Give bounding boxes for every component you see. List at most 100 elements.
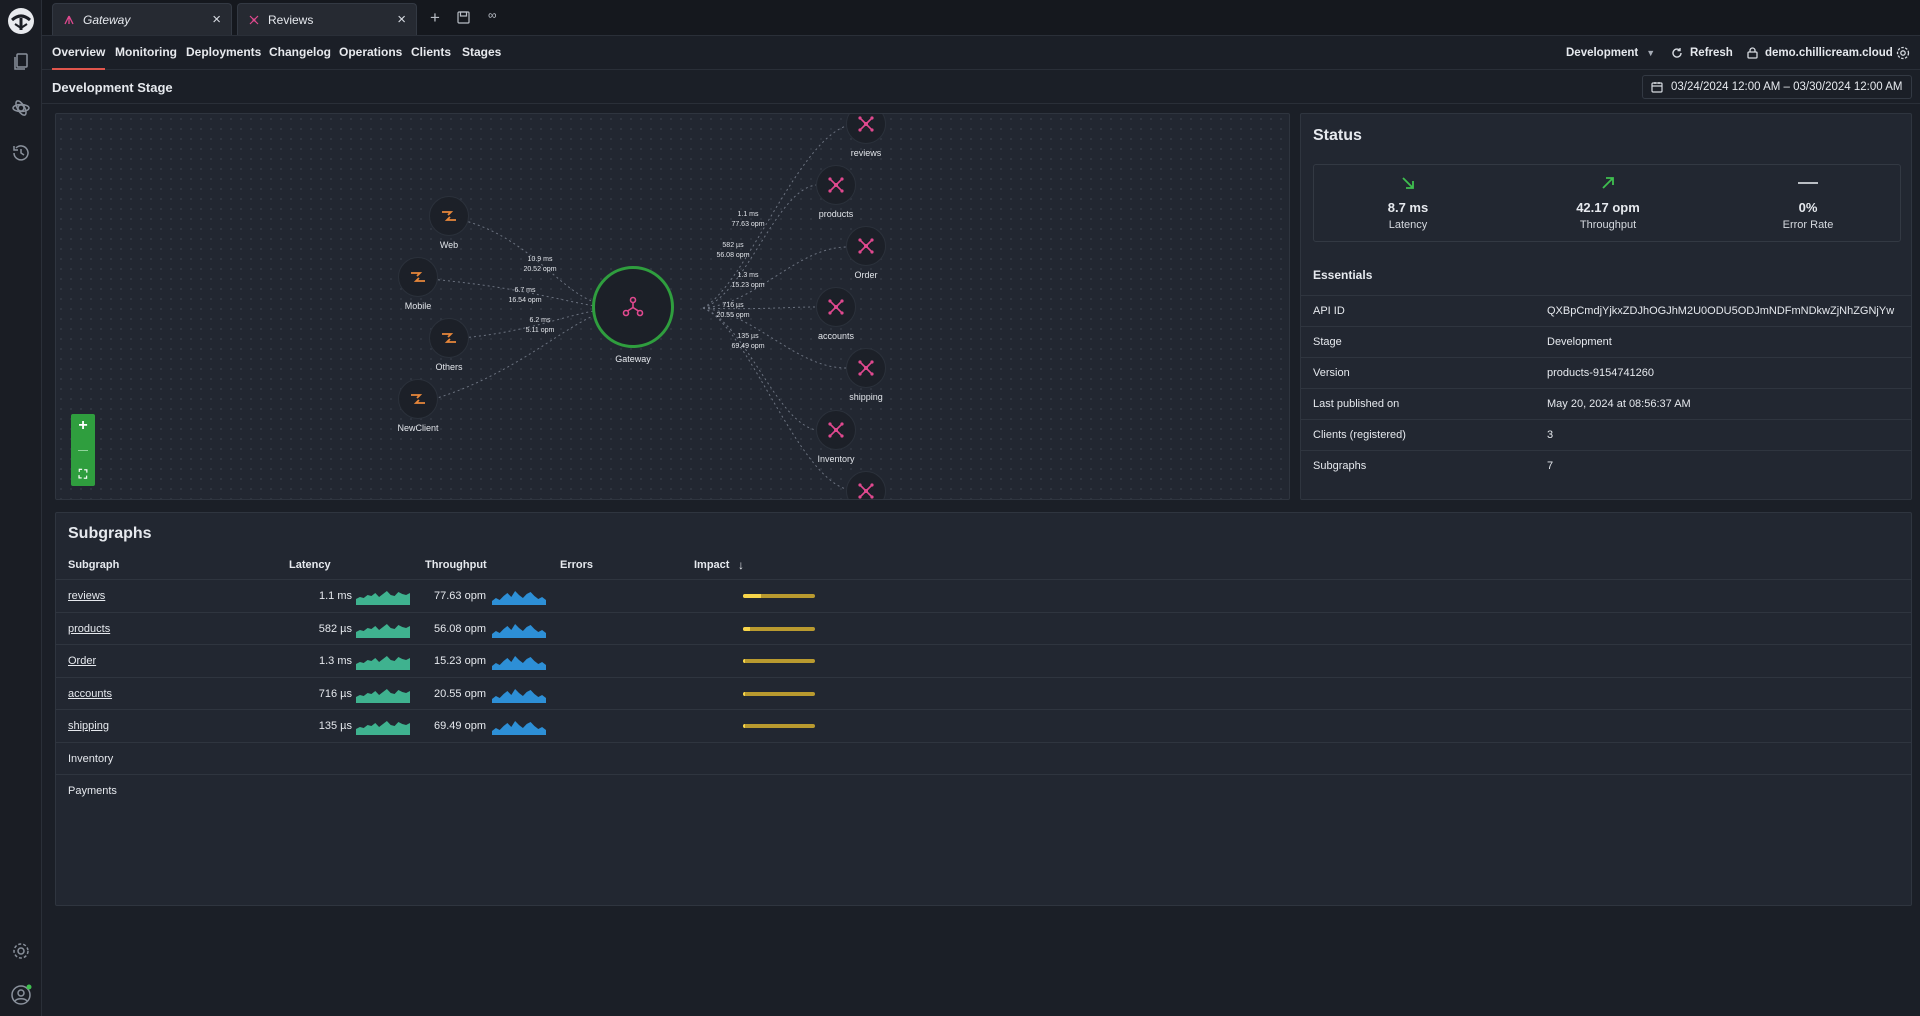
domain-indicator[interactable]: demo.chillicream.cloud bbox=[1747, 36, 1893, 70]
subgraph-name-link[interactable]: Order bbox=[68, 655, 97, 667]
close-tab-gateway-icon[interactable]: × bbox=[212, 11, 221, 28]
client-node-web[interactable]: Web bbox=[409, 196, 489, 250]
subgraph-name-link[interactable]: reviews bbox=[68, 590, 106, 602]
impact-bar bbox=[743, 691, 815, 696]
subgraph-node-label: accounts bbox=[817, 331, 855, 341]
nav-overview[interactable]: Overview bbox=[52, 36, 106, 70]
client-node-label: NewClient bbox=[397, 423, 439, 433]
status-metrics: 8.7 ms Latency 42.17 opm Throughput 0% E… bbox=[1313, 164, 1901, 242]
sort-desc-icon[interactable]: ↓ bbox=[738, 558, 744, 572]
throughput-value: 69.49 opm bbox=[434, 720, 486, 732]
subgraph-name-link[interactable]: Inventory bbox=[68, 752, 114, 765]
nav-clients[interactable]: Clients bbox=[411, 45, 452, 59]
settings-gear-icon[interactable] bbox=[1896, 36, 1910, 70]
column-header-impact[interactable]: Impact bbox=[694, 559, 730, 571]
chillicream-logo-icon[interactable] bbox=[6, 6, 36, 36]
metric-label: Error Rate bbox=[1782, 219, 1834, 231]
subgraph-node-shipping[interactable]: shipping bbox=[826, 348, 906, 402]
date-range-picker[interactable]: 03/24/2024 12:00 AM – 03/30/2024 12:00 A… bbox=[1642, 75, 1912, 99]
impact-bar bbox=[743, 626, 815, 631]
new-tab-icon[interactable]: + bbox=[430, 8, 440, 27]
latency-value: 582 µs bbox=[318, 622, 352, 635]
edge-gateway-reviews bbox=[702, 125, 847, 309]
environment-select[interactable]: Development ▼ bbox=[1566, 36, 1655, 70]
history-icon[interactable] bbox=[9, 141, 33, 165]
subgraph-node-order[interactable]: Order bbox=[826, 226, 906, 280]
table-row[interactable]: Order 1.3 ms 15.23 opm bbox=[56, 644, 1911, 676]
column-header-errors[interactable]: Errors bbox=[560, 559, 594, 571]
zoom-in-button[interactable]: + bbox=[78, 417, 88, 434]
latency-value: 135 µs bbox=[318, 720, 352, 732]
zoom-out-button[interactable]: — bbox=[78, 444, 88, 456]
gateway-node[interactable] bbox=[592, 266, 674, 348]
date-range-label: 03/24/2024 12:00 AM – 03/30/2024 12:00 A… bbox=[1671, 81, 1903, 93]
settings-icon[interactable] bbox=[9, 939, 33, 963]
nav-changelog[interactable]: Changelog bbox=[269, 45, 331, 59]
table-row[interactable]: Payments bbox=[56, 774, 1911, 806]
save-icon[interactable] bbox=[457, 11, 470, 27]
subgraph-node-products[interactable]: products bbox=[796, 165, 876, 219]
subgraph-name-link[interactable]: shipping bbox=[68, 720, 109, 732]
latency-sparkline bbox=[356, 688, 410, 703]
documents-icon[interactable] bbox=[9, 50, 33, 74]
graph-explorer-icon[interactable] bbox=[9, 96, 33, 120]
edge-gateway-products bbox=[702, 184, 817, 309]
table-row[interactable]: shipping 135 µs 69.49 opm bbox=[56, 709, 1911, 741]
subgraph-node-payments[interactable] bbox=[826, 471, 906, 499]
latency-sparkline bbox=[356, 591, 410, 605]
client-icon bbox=[411, 272, 425, 282]
subgraph-node-reviews[interactable]: reviews bbox=[826, 114, 906, 158]
refresh-button[interactable]: Refresh bbox=[1671, 36, 1733, 70]
status-panel: Status 8.7 ms Latency 42.17 opm Throughp… bbox=[1300, 113, 1912, 500]
main-nav: Overview Monitoring Deployments Changelo… bbox=[42, 36, 1920, 70]
subgraph-node-inventory[interactable]: Inventory bbox=[796, 410, 876, 464]
account-avatar-icon[interactable] bbox=[9, 983, 33, 1007]
column-header-throughput[interactable]: Throughput bbox=[425, 559, 487, 571]
stage-header: Development Stage 03/24/2024 12:00 AM – … bbox=[42, 70, 1920, 104]
subgraph-icon bbox=[858, 116, 874, 132]
subgraph-node-label: Inventory bbox=[817, 454, 855, 464]
column-header-latency[interactable]: Latency bbox=[289, 559, 331, 571]
subgraph-name-link[interactable]: products bbox=[68, 622, 111, 635]
subgraph-icon bbox=[858, 483, 874, 499]
latency-value: 1.3 ms bbox=[318, 655, 352, 667]
impact-bar bbox=[743, 724, 815, 728]
more-options-icon[interactable]: ∞ bbox=[488, 8, 498, 22]
throughput-value: 15.23 opm bbox=[434, 655, 486, 667]
nav-stages[interactable]: Stages bbox=[462, 45, 502, 59]
lock-icon bbox=[1747, 47, 1758, 59]
nav-operations[interactable]: Operations bbox=[339, 45, 403, 59]
graph-edges bbox=[417, 125, 847, 490]
nav-monitoring[interactable]: Monitoring bbox=[115, 45, 177, 59]
trend-flat-icon bbox=[1798, 182, 1818, 184]
client-node-mobile[interactable]: Mobile bbox=[378, 257, 458, 311]
latency-value: 1.1 ms bbox=[318, 590, 352, 602]
subgraph-name-link[interactable]: accounts bbox=[68, 687, 113, 700]
column-header-subgraph[interactable]: Subgraph bbox=[68, 559, 120, 571]
close-tab-reviews-icon[interactable]: × bbox=[397, 11, 406, 28]
metric-value: 42.17 opm bbox=[1576, 200, 1640, 215]
client-node-others[interactable]: Others bbox=[409, 318, 489, 372]
subgraph-node-label: shipping bbox=[849, 392, 883, 402]
client-icon bbox=[411, 394, 425, 404]
table-row[interactable]: Inventory bbox=[56, 741, 1911, 774]
tab-reviews[interactable]: Reviews × bbox=[237, 3, 417, 35]
subgraph-node-accounts[interactable]: accounts bbox=[796, 287, 876, 341]
subgraph-node-label: Order bbox=[854, 270, 878, 280]
fit-view-button[interactable]: ⛶ bbox=[78, 466, 88, 481]
nav-deployments[interactable]: Deployments bbox=[186, 45, 262, 59]
tab-gateway[interactable]: Gateway × bbox=[52, 3, 232, 35]
client-node-newclient[interactable]: NewClient bbox=[378, 379, 458, 433]
subgraph-name-link[interactable]: Payments bbox=[68, 785, 117, 797]
